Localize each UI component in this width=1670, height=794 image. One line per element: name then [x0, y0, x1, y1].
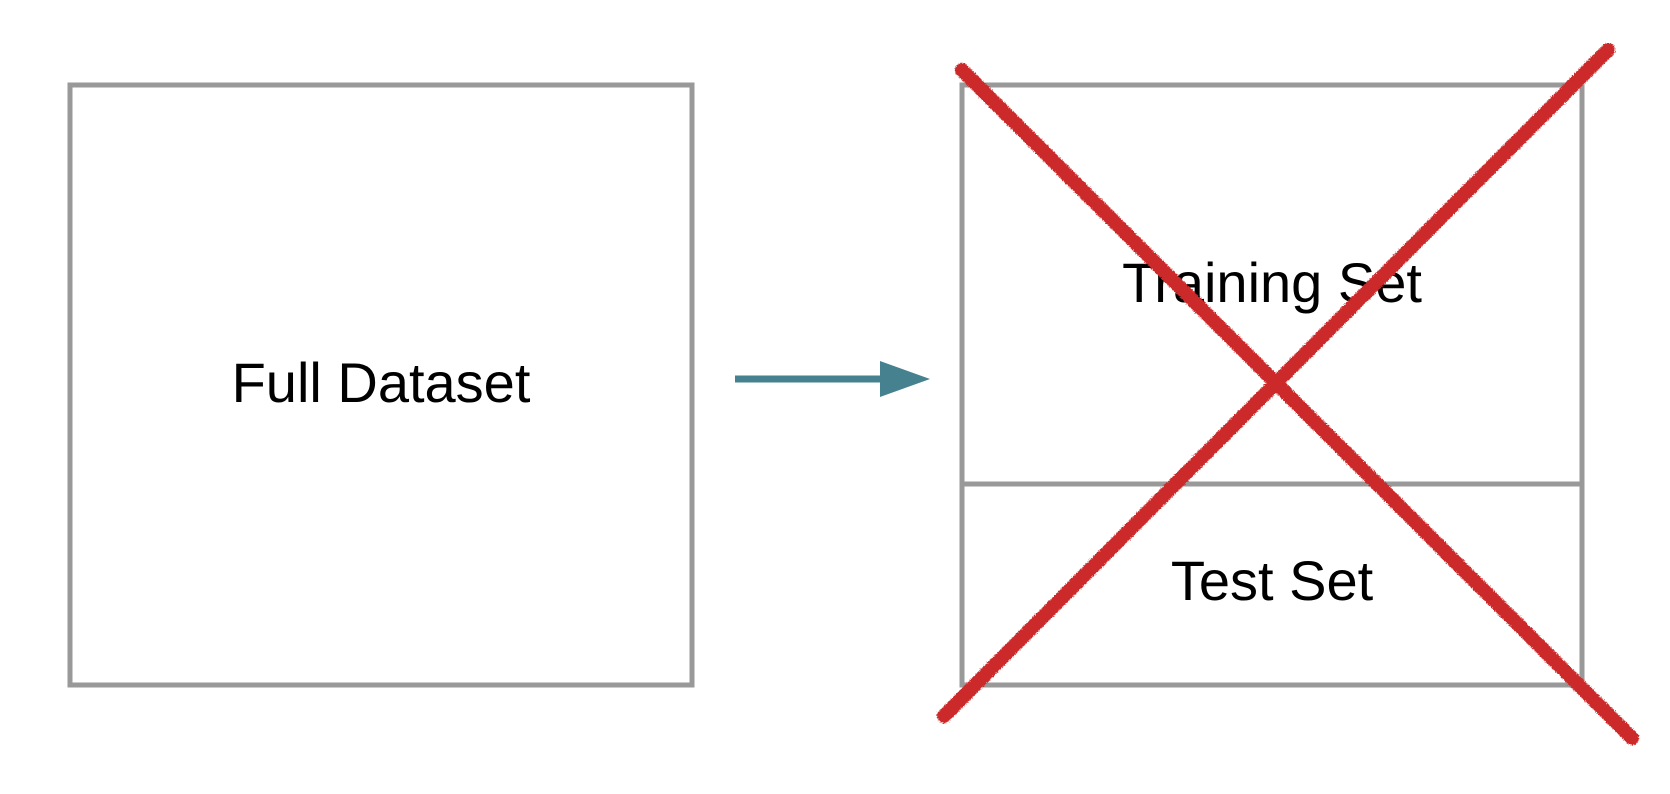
cross-line-ascending: [937, 43, 1615, 723]
x-cross-icon: [937, 43, 1639, 745]
cross-line-descending: [955, 63, 1639, 745]
test-set-label: Test Set: [1171, 549, 1374, 612]
full-dataset-label: Full Dataset: [232, 351, 531, 414]
full-dataset-box: Full Dataset: [67, 82, 695, 688]
right-arrow-icon: [735, 361, 930, 397]
